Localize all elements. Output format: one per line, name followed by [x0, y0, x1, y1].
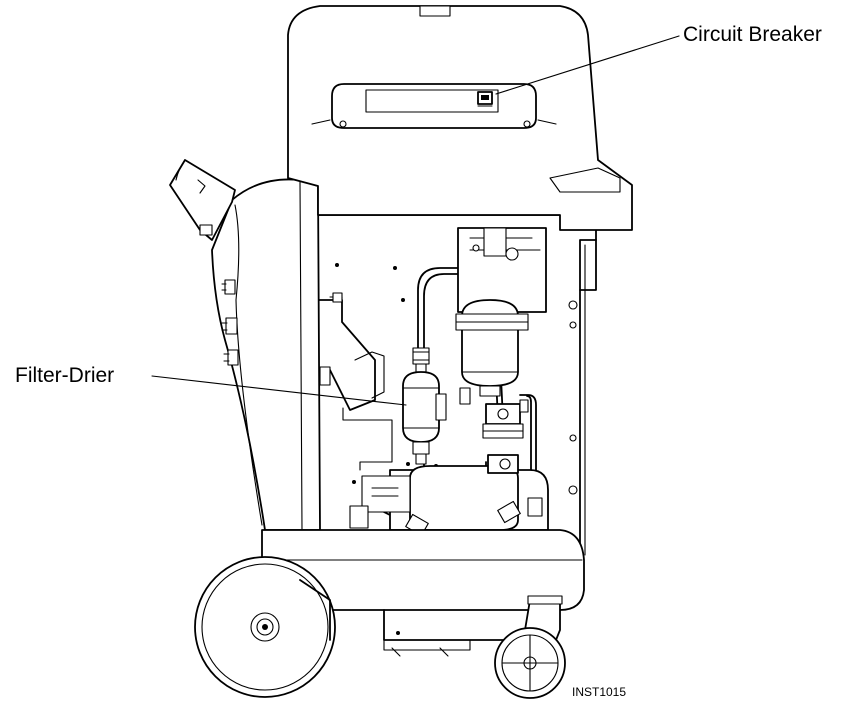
- hose-holder: [169, 159, 236, 241]
- front-caster: [494, 595, 566, 699]
- filter-drier: [402, 347, 471, 465]
- front-fittings: [221, 279, 239, 366]
- filter-drier-label: Filter-Drier: [15, 364, 115, 387]
- rear-wheel: [194, 556, 336, 698]
- circuit-breaker-label: Circuit Breaker: [683, 23, 822, 46]
- front-tower: [169, 159, 321, 531]
- figure-id-label: INST1015: [572, 685, 627, 699]
- compressor: [349, 465, 549, 537]
- circuit-breaker-leader: [495, 35, 680, 95]
- circuit-breaker-switch: [477, 91, 493, 107]
- top-cover: [287, 5, 633, 231]
- filter-drier-leader: [151, 375, 407, 406]
- separator-tank: [455, 227, 547, 397]
- leader-lines: [151, 35, 680, 406]
- solenoid-valves: [482, 399, 529, 474]
